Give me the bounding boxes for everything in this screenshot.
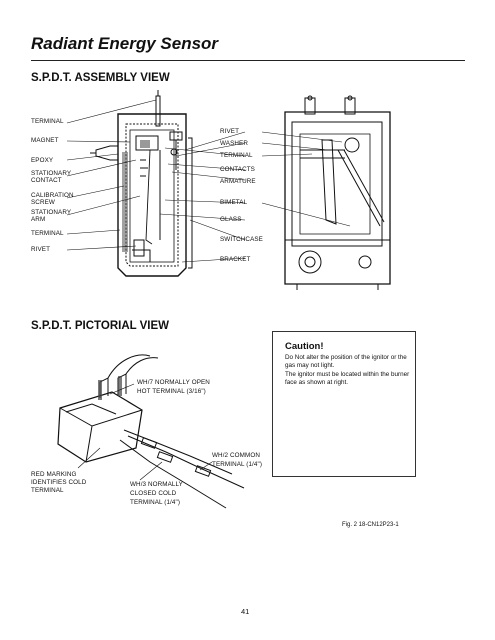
- label-red-marking-3: TERMINAL: [31, 487, 64, 494]
- caution-line-2: The ignitor must be located within the b…: [285, 370, 410, 387]
- label-wh2-2: TERMINAL (1/4"): [212, 461, 263, 468]
- pictorial-heading: S.P.D.T. PICTORIAL VIEW: [31, 320, 170, 332]
- pictorial-dark-parts: [98, 376, 122, 400]
- page-title: Radiant Energy Sensor: [31, 34, 219, 53]
- label-wh7-2: HOT TERMINAL (3/16"): [137, 388, 206, 395]
- label-contacts: CONTACTS: [220, 166, 255, 173]
- label-calibration-screw-2: SCREW: [31, 199, 55, 206]
- label-washer: WASHER: [220, 140, 249, 147]
- label-wh3-2: CLOSED COLD: [130, 490, 177, 497]
- label-bracket: BRACKET: [220, 256, 251, 263]
- label-wh7-1: WH/7 NORMALLY OPEN: [137, 379, 210, 386]
- label-calibration-screw-1: CALIBRATION: [31, 192, 74, 199]
- label-armature: ARMATURE: [220, 178, 256, 185]
- assembly-front-view: [284, 95, 391, 290]
- label-red-marking-2: IDENTIFIES COLD: [31, 479, 87, 486]
- figure-id: Fig. 2 18-CN12P23-1: [342, 522, 399, 528]
- assembly-right-leaders: [159, 131, 246, 263]
- page-number: 41: [241, 607, 250, 616]
- label-terminal-bottom: TERMINAL: [31, 230, 64, 237]
- label-stationary-contact-1: STATIONARY: [31, 170, 72, 177]
- label-bimetal: BIMETAL: [220, 199, 248, 206]
- pictorial-leaders: [77, 383, 213, 481]
- label-terminal-right: TERMINAL: [220, 152, 253, 159]
- caution-box: [272, 331, 416, 477]
- label-glass: GLASS: [220, 216, 242, 223]
- label-epoxy: EPOXY: [31, 157, 54, 164]
- label-stationary-arm-2: ARM: [31, 216, 46, 223]
- label-red-marking-1: RED MARKING: [31, 471, 77, 478]
- title-divider: [31, 60, 465, 61]
- label-terminal-top: TERMINAL: [31, 118, 64, 125]
- label-magnet: MAGNET: [31, 137, 59, 144]
- caution-text: Do Not alter the position of the ignitor…: [285, 354, 413, 388]
- label-rivet-right: RIVET: [220, 128, 240, 135]
- label-wh3-3: TERMINAL (1/4"): [130, 499, 181, 506]
- assembly-left-leaders: [66, 99, 157, 251]
- label-stationary-arm-1: STATIONARY: [31, 209, 72, 216]
- label-wh3-1: WH/3 NORMALLY: [130, 481, 183, 488]
- pictorial-sensor: [57, 354, 245, 509]
- label-switchcase: SWITCHCASE: [220, 236, 263, 243]
- label-rivet-left: RIVET: [31, 246, 51, 253]
- assembly-heading: S.P.D.T. ASSEMBLY VIEW: [31, 72, 170, 84]
- caution-line-1: Do Not alter the position of the ignitor…: [285, 354, 407, 370]
- assembly-front-leaders: [261, 131, 351, 227]
- label-stationary-contact-2: CONTACT: [31, 177, 62, 184]
- label-wh2-1: WH/2 COMMON: [212, 452, 260, 459]
- caution-title: Caution!: [285, 341, 324, 352]
- assembly-cross-section: [90, 90, 193, 277]
- assembly-hatching: [122, 140, 150, 252]
